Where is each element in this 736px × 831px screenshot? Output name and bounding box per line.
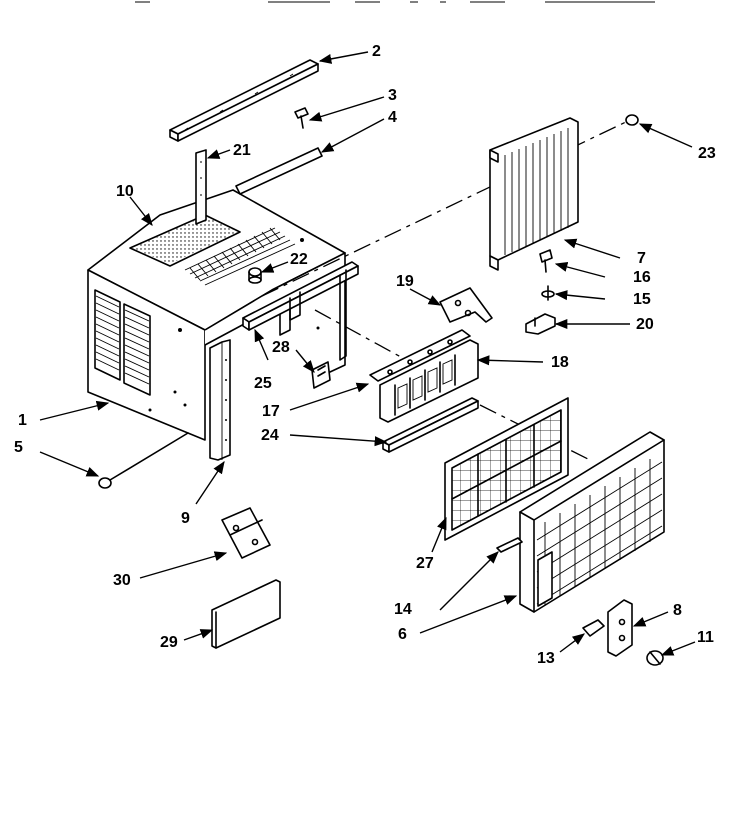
bracket-part-30 [221, 507, 271, 559]
screw-part-16 [539, 249, 553, 273]
plug-part-22 [248, 267, 262, 284]
callout-22: 22 [290, 251, 308, 268]
callout-3: 3 [388, 87, 397, 104]
knob-part-11 [646, 650, 664, 666]
callout-20: 20 [636, 316, 654, 333]
callout-2: 2 [372, 43, 381, 60]
callout-10: 10 [116, 183, 134, 200]
side-strip-part-9 [209, 339, 231, 461]
bracket-part-21 [195, 149, 207, 225]
control-bracket-part-18 [369, 329, 479, 423]
callout-25: 25 [254, 375, 272, 392]
top-rail-part-2 [169, 59, 319, 142]
callout-19: 19 [396, 273, 414, 290]
callout-7: 7 [637, 250, 646, 267]
bottom-rail-part-24 [382, 397, 479, 453]
callout-17: 17 [262, 403, 280, 420]
callout-4: 4 [388, 109, 397, 126]
cabinet-part-1 [87, 189, 346, 441]
callout-5: 5 [14, 439, 23, 456]
strip-part-4 [235, 147, 323, 195]
callout-15: 15 [633, 291, 651, 308]
callout-29: 29 [160, 634, 178, 651]
filter-part-27 [444, 397, 569, 541]
front-panel-part-6 [519, 431, 665, 613]
rail-part-25 [242, 261, 359, 361]
clip-part-19 [439, 287, 493, 323]
knob-part-13 [582, 619, 605, 637]
label-card-part-29 [211, 579, 281, 649]
rear-grille-part-7 [489, 117, 579, 271]
callout-6: 6 [398, 626, 407, 643]
clip-part-28 [311, 361, 331, 389]
callout-1: 1 [18, 412, 27, 429]
bracket-part-20 [525, 313, 556, 335]
cabinet-louvers [94, 289, 151, 396]
leader-lines [39, 51, 696, 656]
screw-part-23 [625, 114, 639, 126]
control-plate-part-8 [607, 599, 633, 657]
screw-part-5 [98, 432, 189, 489]
callout-28: 28 [272, 339, 290, 356]
top-grille-slots [184, 227, 296, 286]
callout-24: 24 [261, 427, 279, 444]
callout-11: 11 [697, 629, 714, 646]
callout-9: 9 [181, 510, 190, 527]
callout-16: 16 [633, 269, 651, 286]
callout-13: 13 [537, 650, 555, 667]
callout-8: 8 [673, 602, 682, 619]
screw-part-3 [294, 107, 309, 129]
callout-18: 18 [551, 354, 569, 371]
washer-part-15 [541, 285, 555, 301]
callout-14: 14 [394, 601, 412, 618]
callout-21: 21 [233, 142, 251, 159]
bar-part-14 [496, 537, 523, 553]
callout-labels: 2 3 4 21 10 22 23 7 16 15 20 19 18 28 25… [14, 43, 716, 667]
callout-30: 30 [113, 572, 131, 589]
callout-23: 23 [698, 145, 716, 162]
callout-27: 27 [416, 555, 434, 572]
